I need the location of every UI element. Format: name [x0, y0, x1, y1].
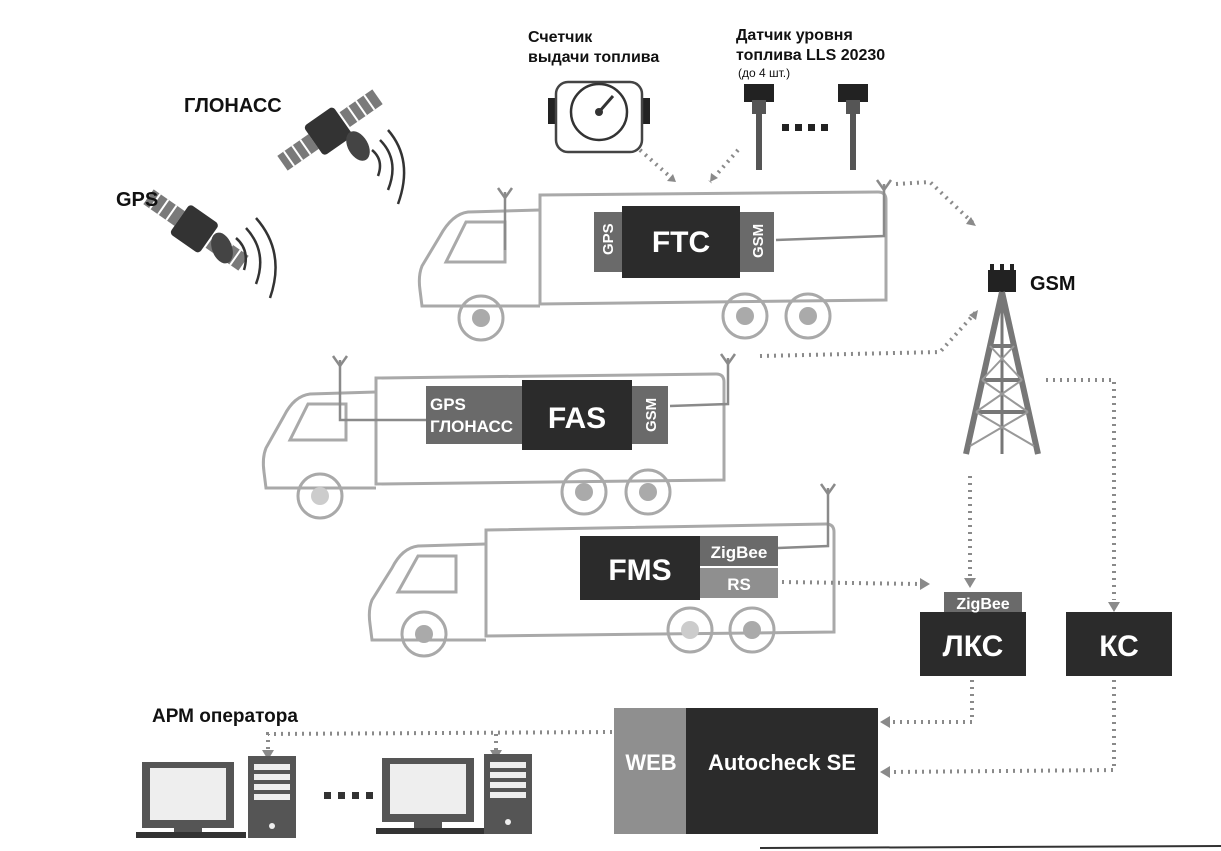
- glonass-dish-icon: [346, 131, 370, 161]
- ks-arrowhead-icon: [1108, 602, 1120, 612]
- level-sensor-label-line2: топлива LLS 20230: [736, 47, 885, 64]
- fms-zigbee-port: ZigBee: [711, 543, 768, 562]
- lks-arrowhead-icon: [964, 578, 976, 588]
- counter-to-ftc-link: [638, 148, 678, 184]
- computer-tower-icon-1: [248, 756, 296, 838]
- fuel-counter-label-line1: Счетчик: [528, 29, 593, 46]
- ftc-to-gsm-link: [895, 179, 976, 226]
- operator1-arrowhead-icon: [262, 750, 274, 760]
- ftc-module: GPS FTC GSM: [594, 206, 774, 278]
- fms-module-label: FMS: [608, 554, 671, 587]
- fms-module: FMS ZigBee RS: [580, 536, 778, 600]
- level-sensor-label-line1: Датчик уровня: [736, 27, 853, 44]
- lks-zigbee-port: ZigBee: [956, 596, 1009, 613]
- glonass-signal-icon: [371, 129, 406, 205]
- ks-to-server-link: [889, 680, 1116, 774]
- fas-gps-port: GPS: [430, 395, 466, 414]
- fas-glonass-port: ГЛОНАСС: [430, 417, 513, 436]
- fuel-counter-label-line2: выдачи топлива: [528, 49, 659, 66]
- gsm-tower-label: GSM: [1030, 273, 1076, 295]
- fms-to-lks-link: [781, 580, 921, 586]
- lks-label: ЛКС: [943, 630, 1004, 663]
- fas-module-label: FAS: [548, 402, 606, 435]
- sensor-arrowhead-icon: [710, 173, 718, 182]
- lks-node: ZigBee ЛКС: [920, 592, 1026, 676]
- ftc-gsm-arrowhead-icon: [966, 217, 976, 226]
- lks-server-arrowhead-icon: [880, 716, 890, 728]
- monitor-icon-1: [136, 762, 246, 838]
- truck-ftc-icon: [417, 179, 893, 342]
- server-web-label: WEB: [625, 750, 676, 775]
- ftc-gsm-port: GSM: [750, 224, 767, 258]
- ks-label: КС: [1099, 630, 1139, 663]
- autocheck-server: WEB Autocheck SE: [614, 708, 878, 834]
- fms-lks-arrowhead-icon: [920, 578, 930, 590]
- station-ellipsis-icon: [324, 792, 373, 799]
- fas-gsm-arrowhead-icon: [969, 310, 978, 320]
- monitor-icon-2: [376, 758, 486, 834]
- gps-signal-icon: [235, 217, 277, 299]
- fas-module: GPS ГЛОНАСС FAS GSM: [426, 380, 668, 450]
- fas-to-gsm-link: [759, 310, 978, 358]
- fms-rs-port: RS: [727, 575, 751, 594]
- server-label: Autocheck SE: [708, 750, 856, 775]
- glonass-label: ГЛОНАСС: [184, 95, 282, 117]
- fuel-counter-icon: [548, 80, 650, 154]
- fas-gsm-port: GSM: [643, 398, 660, 432]
- sensor-ellipsis-icon: [782, 124, 828, 131]
- gsm-to-ks-link: [1046, 378, 1116, 600]
- computer-tower-icon-2: [484, 754, 532, 834]
- lks-to-server-link: [890, 680, 974, 724]
- gps-dish-icon: [211, 232, 233, 264]
- gsm-tower-icon: [963, 264, 1041, 455]
- truck-fms-icon: [367, 483, 837, 658]
- ftc-module-label: FTC: [652, 226, 710, 259]
- glonass-satellite-icon: [277, 89, 383, 171]
- level-sensor-icon-2: [838, 84, 868, 170]
- server-to-operators-link: [266, 730, 613, 752]
- ks-server-arrowhead-icon: [880, 766, 890, 778]
- operator-station-label: АРМ оператора: [152, 706, 298, 727]
- counter-arrowhead-icon: [667, 174, 676, 182]
- level-sensor-note: (до 4 шт.): [738, 66, 790, 80]
- ks-node: КС: [1066, 612, 1172, 676]
- gps-label: GPS: [116, 189, 158, 211]
- ftc-gps-port: GPS: [600, 223, 617, 255]
- level-sensor-icon-1: [744, 84, 774, 170]
- truck-fas-icon: [261, 353, 737, 520]
- page-bottom-rule: [759, 845, 1221, 849]
